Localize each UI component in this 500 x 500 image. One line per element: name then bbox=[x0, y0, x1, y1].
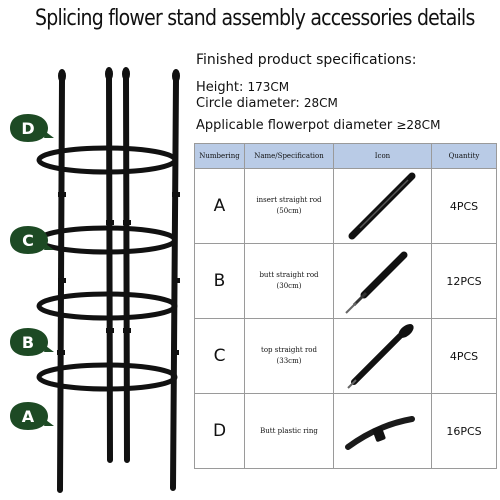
badge-letter: C bbox=[22, 230, 34, 250]
table-row: D Butt plastic ring 16PCS bbox=[194, 393, 497, 469]
joint bbox=[58, 278, 66, 283]
badge-c: C bbox=[8, 224, 54, 256]
flower-stand-illustration bbox=[36, 67, 180, 493]
header-numbering: Numbering bbox=[194, 143, 245, 169]
joint bbox=[171, 350, 179, 355]
row-icon-cell bbox=[333, 243, 432, 319]
row-number: A bbox=[194, 168, 245, 244]
leaf-badge-icon bbox=[10, 328, 54, 356]
table-row: A insert straight rod (50cm) 4PCS bbox=[194, 168, 497, 244]
row-spec-name: butt straight rod bbox=[259, 271, 319, 279]
badge-b: B bbox=[8, 326, 54, 358]
spec-flowerpot-label: Applicable flowerpot diameter bbox=[196, 118, 397, 133]
row-spec-name: insert straight rod bbox=[256, 196, 322, 204]
header-name-spec: Name/Specification bbox=[244, 143, 334, 169]
joint bbox=[106, 220, 114, 225]
spec-circle-label: Circle diameter: bbox=[196, 96, 304, 111]
spec-height: Height: 173CM bbox=[196, 80, 289, 95]
spec-circle-value: 28CM bbox=[303, 96, 338, 110]
row-spec: top straight rod (33cm) bbox=[244, 318, 334, 394]
parts-table: Numbering Name/Specification Icon Quanti… bbox=[194, 143, 497, 469]
row-spec-name: Butt plastic ring bbox=[260, 426, 318, 435]
row-spec-size: (50cm) bbox=[276, 207, 302, 215]
butt-rod-icon bbox=[344, 251, 407, 314]
rod-right bbox=[170, 77, 179, 491]
badge-letter: D bbox=[21, 118, 35, 138]
rod-back-right bbox=[123, 75, 130, 463]
rod-joints bbox=[57, 192, 180, 355]
spec-flowerpot: Applicable flowerpot diameter ≥28CM bbox=[196, 118, 440, 133]
table-row: C top straight rod (33cm) 4PCS bbox=[194, 318, 497, 394]
joint bbox=[172, 278, 180, 283]
row-qty: 4PCS bbox=[431, 168, 497, 244]
row-spec-size: (30cm) bbox=[276, 282, 302, 290]
joint bbox=[57, 350, 65, 355]
row-icon-cell bbox=[333, 168, 432, 244]
spec-height-label: Height: bbox=[196, 80, 248, 95]
row-icon-cell bbox=[333, 393, 432, 469]
table-header-row: Numbering Name/Specification Icon Quanti… bbox=[194, 143, 497, 169]
badge-letter: B bbox=[21, 332, 35, 352]
row-number: C bbox=[194, 318, 245, 394]
spec-flowerpot-value: ≥28CM bbox=[396, 118, 441, 132]
row-qty: 4PCS bbox=[431, 318, 497, 394]
joint bbox=[123, 220, 131, 225]
badge-d: D bbox=[8, 112, 54, 144]
joint bbox=[106, 328, 114, 333]
specs-heading: Finished product specifications: bbox=[196, 52, 417, 68]
page-title: Splicing flower stand assembly accessori… bbox=[35, 6, 475, 31]
joint bbox=[172, 192, 180, 197]
rod-tips bbox=[58, 67, 180, 83]
header-quantity: Quantity bbox=[431, 143, 497, 169]
rod-tip-back-right bbox=[122, 67, 130, 81]
rod-tip-left bbox=[58, 69, 66, 83]
row-spec-name: top straight rod bbox=[261, 346, 317, 354]
table-row: B butt straight rod (30cm) 12PCS bbox=[194, 243, 497, 319]
row-number: B bbox=[194, 243, 245, 319]
badge-letter: A bbox=[21, 406, 35, 426]
row-icon-cell bbox=[333, 318, 432, 394]
rod-back-left bbox=[106, 75, 113, 463]
straight-rod-icon bbox=[348, 172, 415, 240]
rod-tip-right bbox=[172, 69, 180, 83]
row-spec: Butt plastic ring bbox=[244, 393, 334, 469]
badge-a: A bbox=[8, 400, 54, 432]
joint bbox=[123, 328, 131, 333]
header-icon: Icon bbox=[333, 143, 432, 169]
row-spec-size: (33cm) bbox=[276, 357, 302, 365]
plastic-ring-icon bbox=[344, 416, 415, 450]
row-spec: butt straight rod (30cm) bbox=[244, 243, 334, 319]
row-spec: insert straight rod (50cm) bbox=[244, 168, 334, 244]
row-qty: 16PCS bbox=[431, 393, 497, 469]
leaf-badge-icon bbox=[10, 402, 54, 430]
row-number: D bbox=[194, 393, 245, 469]
rod-tip-back-left bbox=[105, 67, 113, 81]
joint bbox=[58, 192, 66, 197]
top-rod-icon bbox=[346, 324, 414, 389]
leaf-badge-icon bbox=[10, 114, 54, 142]
leaf-badge-icon bbox=[10, 226, 54, 254]
spec-height-value: 173CM bbox=[247, 80, 290, 94]
spec-circle: Circle diameter: 28CM bbox=[196, 96, 338, 111]
row-qty: 12PCS bbox=[431, 243, 497, 319]
stand-rods bbox=[57, 75, 179, 493]
rod-left bbox=[57, 77, 65, 493]
